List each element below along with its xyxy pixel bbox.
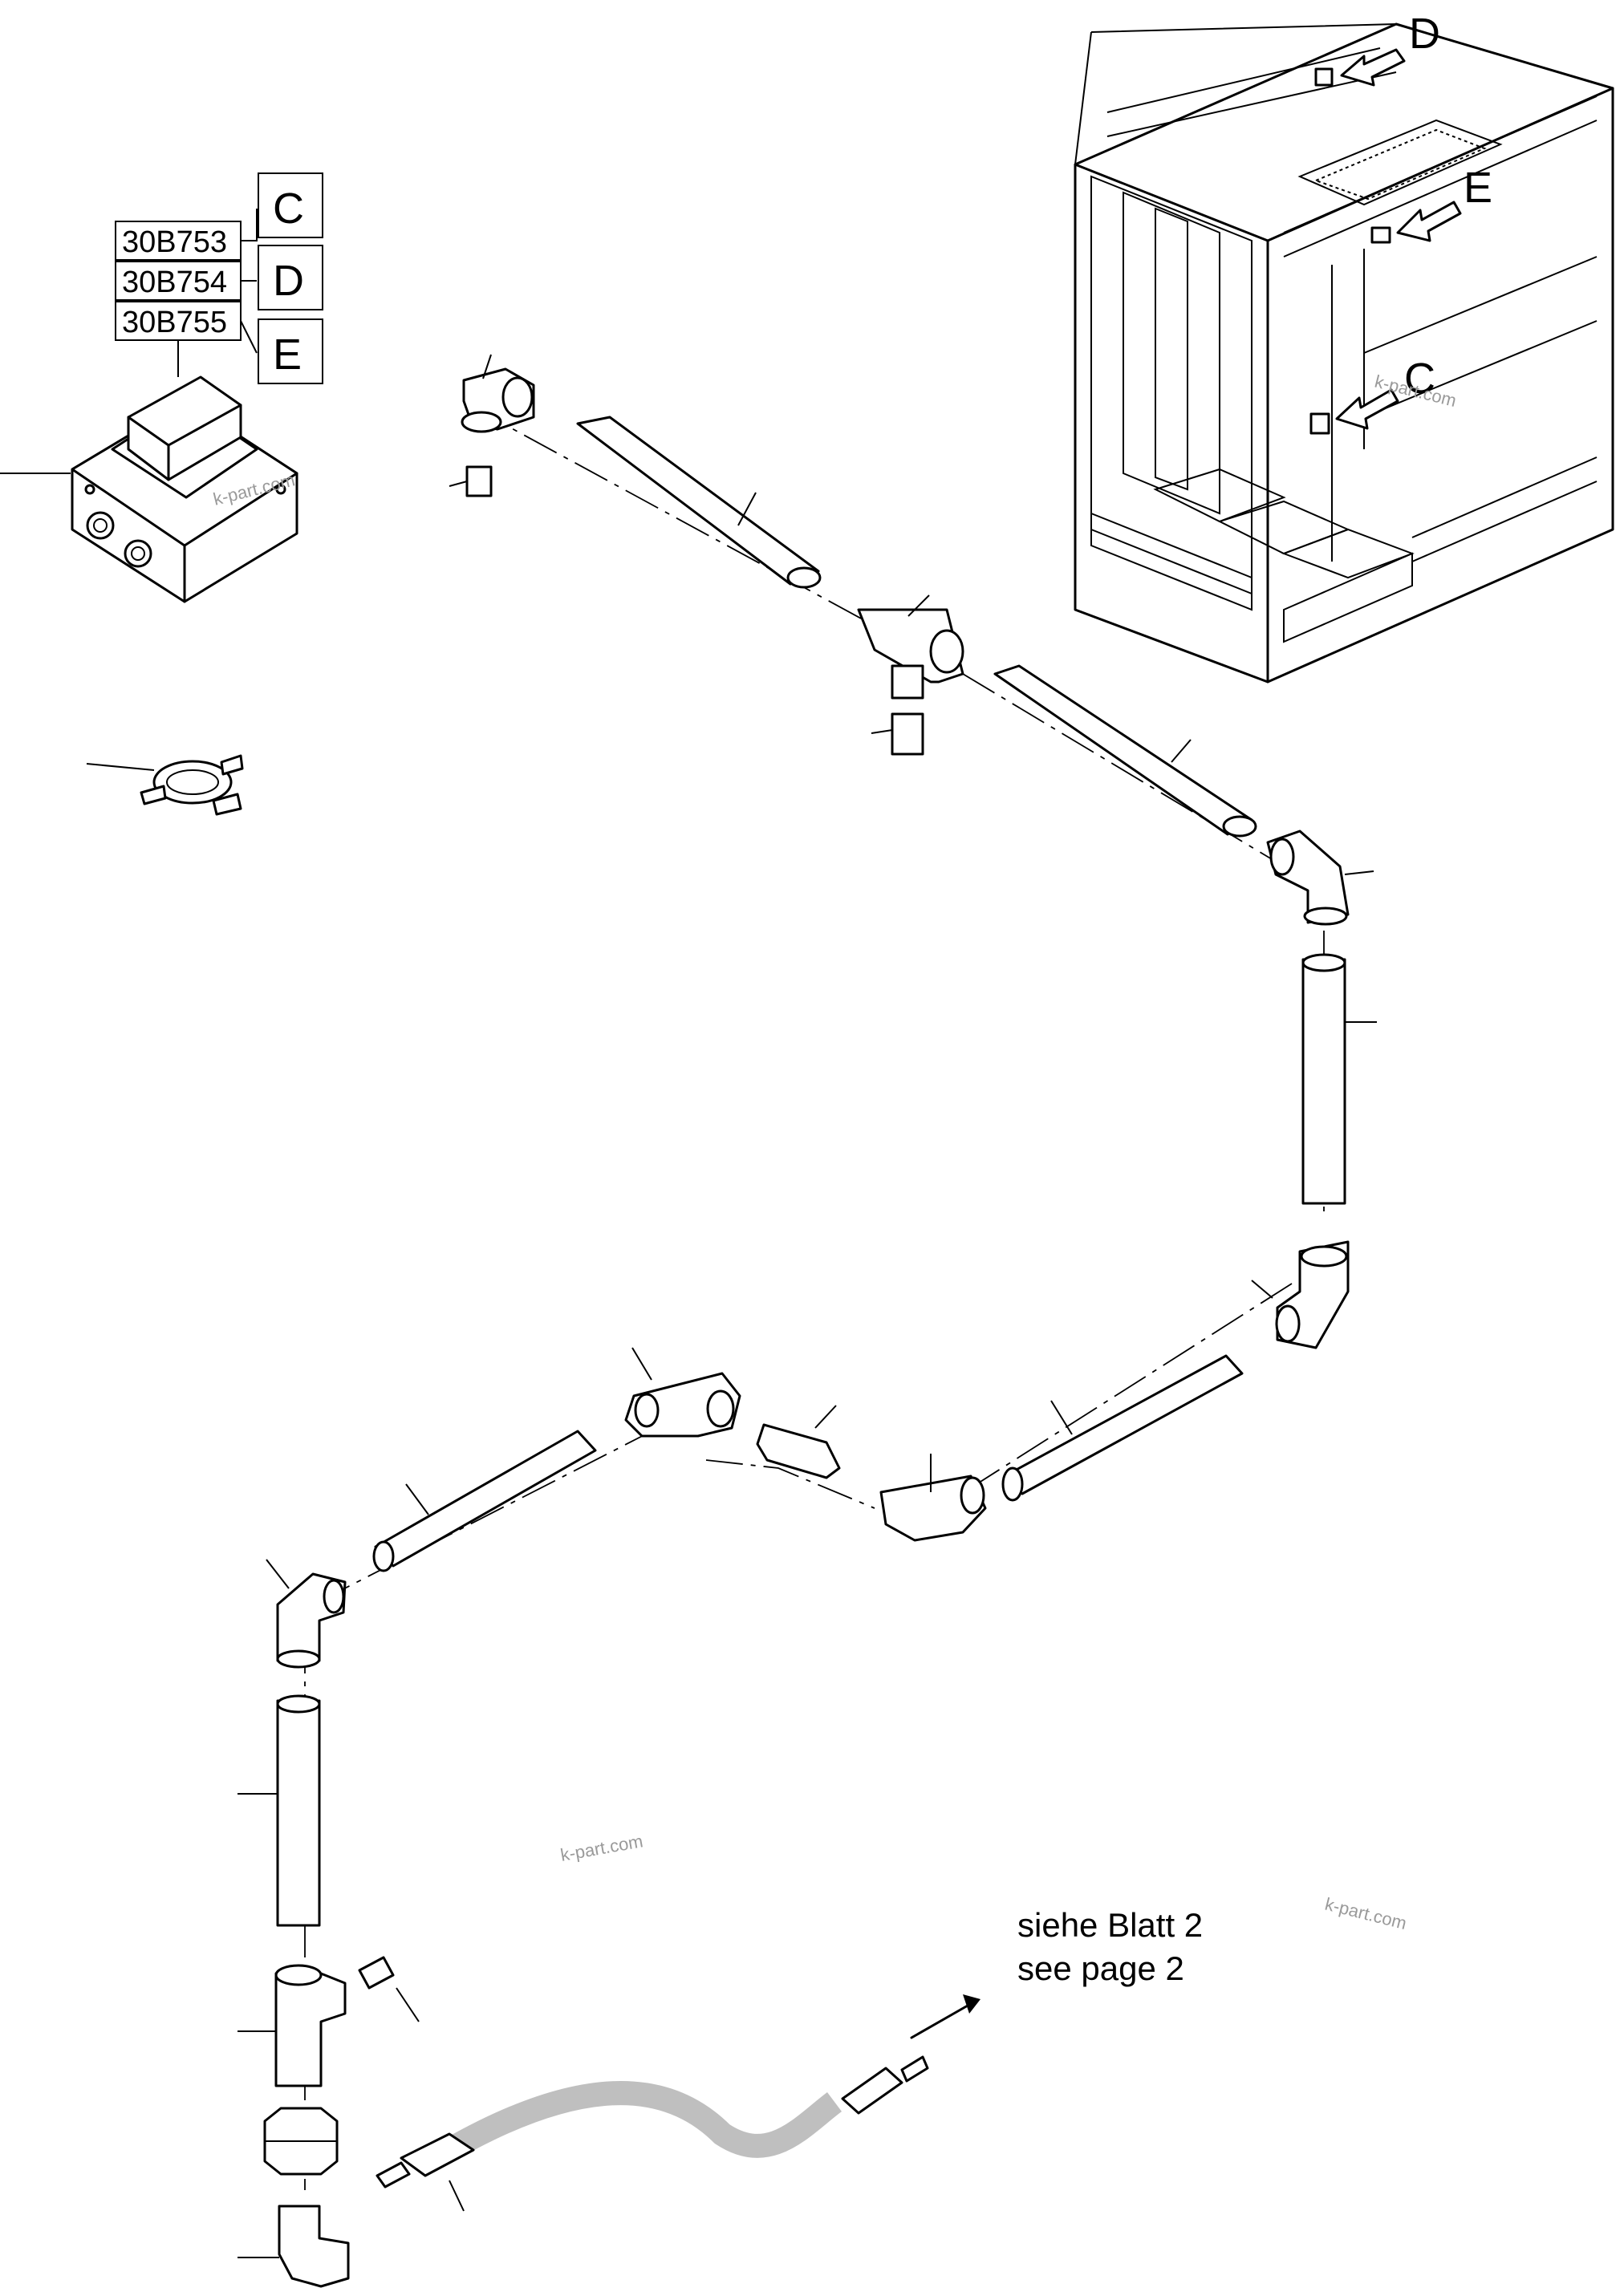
nipple-plug — [891, 712, 924, 756]
pipe-section — [374, 1430, 597, 1568]
arrow-e — [1396, 201, 1462, 242]
pipe-union — [756, 1423, 841, 1479]
pipe-section — [1003, 1354, 1244, 1495]
arrow-c — [1335, 388, 1399, 430]
pipe-clamp — [86, 754, 244, 816]
nipple-plug — [465, 465, 493, 497]
continuation-line-1: siehe Blatt 2 — [1017, 1906, 1203, 1944]
pipe-section — [1301, 958, 1346, 1205]
arrow-d — [1340, 48, 1406, 87]
sensor-d — [1314, 67, 1334, 87]
watermark-3: k-part.com — [559, 1831, 645, 1865]
hose — [443, 2081, 842, 2161]
machine-cabinet: D E C — [1074, 10, 1614, 684]
pipe-fittings — [238, 354, 1377, 2288]
cabinet-marker-c: C — [1404, 355, 1435, 403]
part-code-legend: 30B753 30B754 30B755 C D E — [115, 172, 323, 384]
watermark-4: k-part.com — [1323, 1894, 1409, 1933]
pipe-section — [993, 664, 1253, 836]
part-code-2: 30B754 — [122, 266, 227, 299]
detail-letter-d: D — [273, 257, 304, 305]
sensor-e — [1370, 226, 1391, 244]
continuation-note: siehe Blatt 2 see page 2 — [1017, 1906, 1203, 1987]
detail-letter-c: C — [273, 185, 304, 233]
pipe-section — [276, 1699, 321, 1927]
hose-fitting — [400, 2132, 475, 2177]
watermarks: k-part.com k-part.com k-part.com k-part.… — [211, 371, 1459, 1933]
continuation-line-2: see page 2 — [1017, 1949, 1184, 1987]
part-code-1: 30B753 — [122, 225, 227, 259]
nipple-plug — [358, 1956, 395, 1990]
isolator-switch-box — [0, 375, 298, 603]
hose-fitting — [841, 2067, 903, 2115]
detail-letter-e: E — [273, 331, 302, 379]
tee-fitting — [274, 1972, 347, 2087]
cabinet-marker-e: E — [1464, 164, 1492, 212]
elbow-fitting — [879, 1475, 987, 1542]
elbow-fitting — [278, 2205, 350, 2288]
part-code-3: 30B755 — [122, 306, 227, 339]
sensor-c — [1309, 412, 1330, 435]
flexible-hose-assembly — [376, 1994, 980, 2212]
cabinet-marker-d: D — [1409, 10, 1440, 58]
pipe-section — [576, 416, 820, 586]
